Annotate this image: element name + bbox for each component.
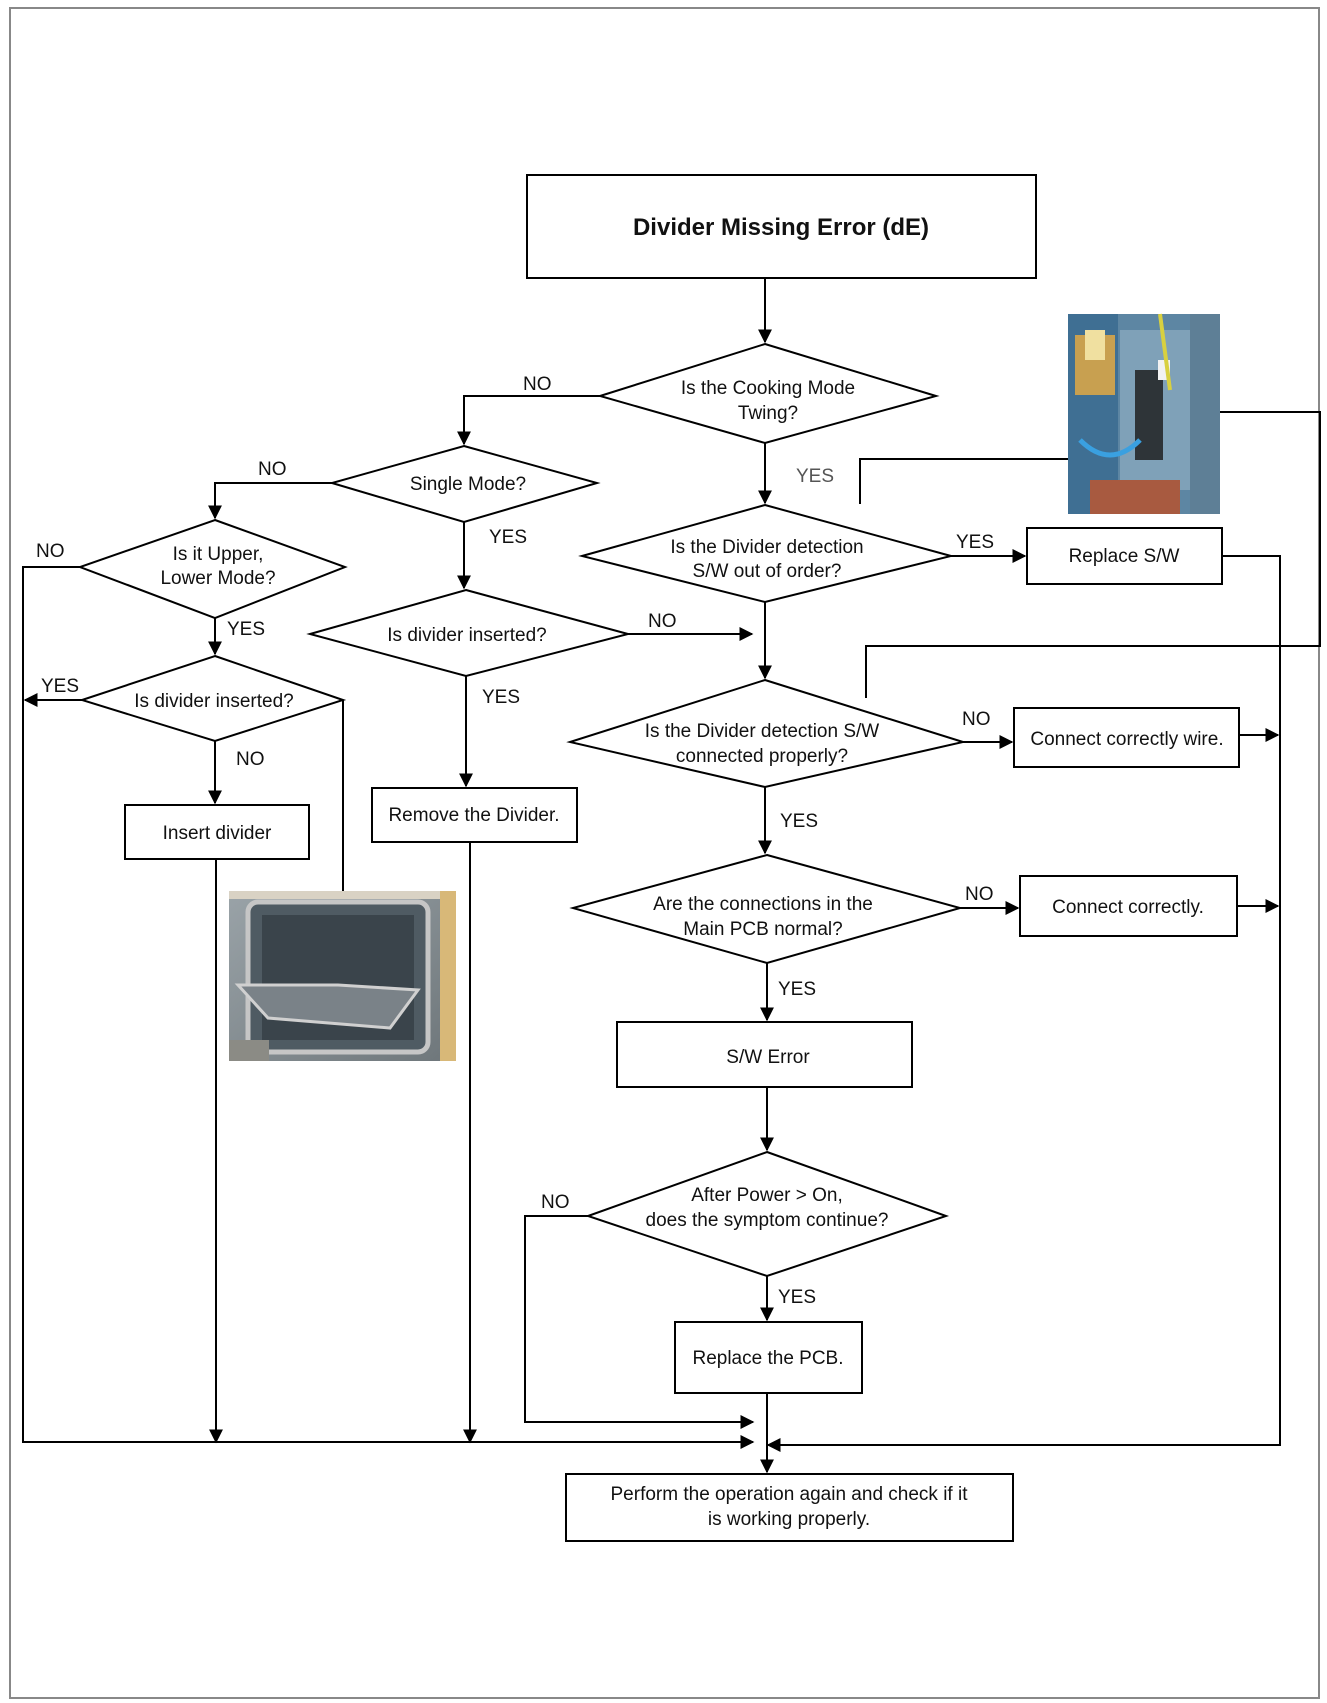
label-no: NO [236,749,265,770]
svg-text:Is divider inserted?: Is divider inserted? [387,625,546,646]
svg-text:Replace S/W: Replace S/W [1069,546,1180,567]
action-insert-divider: Insert divider [124,804,310,860]
svg-text:Twing?: Twing? [738,403,798,424]
svg-text:Connect correctly.: Connect correctly. [1052,897,1204,918]
svg-text:Is the Divider detection: Is the Divider detection [670,537,863,558]
oven-photo [229,891,456,1061]
svg-text:Replace the PCB.: Replace the PCB. [692,1348,843,1369]
switch-photo [1068,313,1220,514]
svg-text:Single Mode?: Single Mode? [410,474,526,495]
label-no: NO [962,709,991,730]
svg-text:Perform the operation again an: Perform the operation again and check if… [611,1484,969,1505]
svg-text:is working properly.: is working properly. [708,1509,870,1530]
action-final-check: Perform the operation again and check if… [565,1473,1014,1542]
decision-divider-inserted-mid: Is divider inserted? [306,588,632,678]
decision-cooking-mode: Is the Cooking Mode Twing? [596,342,940,445]
svg-text:Connect correctly wire.: Connect correctly wire. [1030,729,1223,750]
label-yes: YES [796,466,834,487]
svg-text:Is the Divider detection S/W: Is the Divider detection S/W [645,721,879,742]
svg-text:connected properly?: connected properly? [676,746,848,767]
branch-labels: NO YES NO YES NO YES YES NO YES NO YES N… [36,374,994,1308]
svg-text:Insert divider: Insert divider [163,823,272,844]
svg-text:Are the connections in the: Are the connections in the [653,894,873,915]
action-sw-error: S/W Error [616,1021,913,1088]
label-no: NO [648,611,677,632]
decision-upper-lower: Is it Upper, Lower Mode? [77,518,348,620]
decision-pcb-connections: Are the connections in the Main PCB norm… [569,853,964,965]
label-yes: YES [780,811,818,832]
title-box: Divider Missing Error (dE) [526,174,1037,279]
svg-text:Remove the Divider.: Remove the Divider. [388,805,559,826]
label-yes: YES [956,532,994,553]
label-no: NO [258,459,287,480]
connectors [22,278,1321,1474]
svg-text:Is divider inserted?: Is divider inserted? [134,691,293,712]
decision-power-on: After Power > On, does the symptom conti… [584,1150,950,1278]
svg-text:Main PCB normal?: Main PCB normal? [683,919,842,940]
decision-divider-inserted-left: Is divider inserted? [78,654,347,743]
svg-text:Lower Mode?: Lower Mode? [160,568,275,589]
label-no: NO [36,541,65,562]
label-yes: YES [489,527,527,548]
label-no: NO [965,884,994,905]
label-yes: YES [778,979,816,1000]
action-connect-correctly: Connect correctly. [1019,875,1238,937]
svg-text:Is the Cooking Mode: Is the Cooking Mode [681,378,855,399]
action-replace-pcb: Replace the PCB. [674,1321,863,1394]
label-no: NO [523,374,552,395]
svg-text:After Power > On,: After Power > On, [691,1185,843,1206]
label-yes: YES [778,1287,816,1308]
svg-text:Is it Upper,: Is it Upper, [173,544,264,565]
action-replace-sw: Replace S/W [1026,527,1223,585]
label-no: NO [541,1192,570,1213]
label-yes: YES [482,687,520,708]
title-text: Divider Missing Error (dE) [633,214,929,241]
decision-single-mode: Single Mode? [328,444,601,524]
action-connect-wire: Connect correctly wire. [1013,707,1240,768]
svg-text:does the symptom continue?: does the symptom continue? [646,1210,889,1231]
label-yes: YES [41,676,79,697]
label-yes: YES [227,619,265,640]
decision-sw-out-of-order: Is the Divider detection S/W out of orde… [578,503,955,604]
decision-sw-connected: Is the Divider detection S/W connected p… [566,678,967,789]
svg-text:S/W out of order?: S/W out of order? [693,561,842,582]
action-remove-divider: Remove the Divider. [371,787,578,843]
svg-text:S/W Error: S/W Error [726,1047,810,1068]
